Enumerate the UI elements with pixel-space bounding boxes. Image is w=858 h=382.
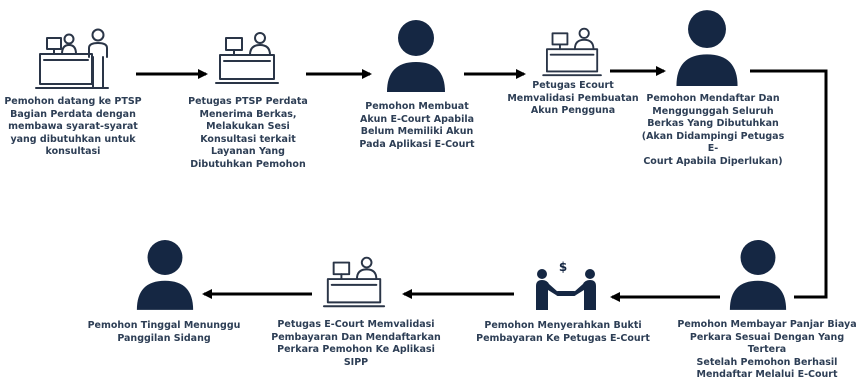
step-4-label: Petugas Ecourt Memvalidasi Pembuatan Aku… bbox=[507, 80, 639, 116]
step-6-label: Pemohon Membayar Panjar Biaya Perkara Se… bbox=[677, 319, 857, 380]
money-symbol: $ bbox=[559, 260, 567, 274]
step-2-label: Petugas PTSP Perdata Menerima Berkas, Me… bbox=[188, 96, 308, 170]
step-1-label: Pemohon datang ke PTSP Bagian Perdata de… bbox=[4, 96, 142, 157]
desk-clerk-computer-icon bbox=[322, 256, 386, 308]
person-icon bbox=[729, 240, 787, 310]
step-9-label: Pemohon Tinggal Menunggu Panggilan Sidan… bbox=[87, 320, 241, 344]
person-icon bbox=[676, 10, 738, 86]
step-7-label: Pemohon Menyerahkan Bukti Pembayaran Ke … bbox=[476, 320, 650, 344]
connectors bbox=[136, 66, 828, 302]
person-icon bbox=[136, 240, 194, 310]
person-icon bbox=[387, 20, 445, 92]
desk-clerk-computer-icon bbox=[542, 27, 602, 77]
step-3-label: Pemohon Membuat Akun E-Court Apabila Bel… bbox=[359, 101, 475, 150]
flow-diagram: Pemohon datang ke PTSP Bagian Perdata de… bbox=[4, 10, 857, 380]
reception-desk-two-people-icon bbox=[35, 28, 109, 89]
step-5-label: Pemohon Mendaftar Dan Menggunggah Seluru… bbox=[641, 93, 785, 167]
step-8-label: Petugas E-Court Memvalidasi Pembayaran D… bbox=[271, 319, 441, 368]
connector-5-6 bbox=[750, 69, 828, 299]
handshake-money-icon: $ bbox=[536, 260, 596, 310]
desk-clerk-computer-icon bbox=[215, 32, 279, 84]
